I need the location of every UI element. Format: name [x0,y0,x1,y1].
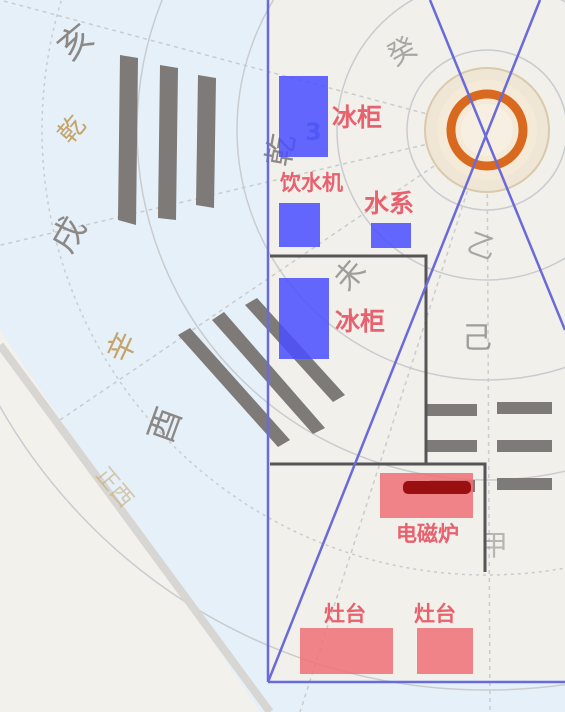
trigram-qian-top [118,55,216,225]
fridge-top-mark [279,76,328,157]
compass-radials [0,0,491,712]
water-system-label: 水系 [364,189,414,218]
induction-cooker-mark [380,473,473,518]
fridge-mid-label: 冰柜 [335,307,385,336]
water-dispenser-label: 饮水机 [279,171,343,195]
water-system-mark [371,223,411,248]
glyph-4: 己 [462,321,492,356]
room-outlines [270,254,487,572]
induction-cooker-dark [403,481,471,494]
stove-left-label: 灶台 [324,602,366,626]
fridge-mid-mark [279,278,329,359]
stove-right-label: 灶台 [414,602,456,626]
water-dispenser-mark [279,203,320,247]
stove-right-mark [417,628,473,674]
stove-left-mark [300,628,393,674]
induction-cooker-label: 电磁炉 [396,522,459,546]
fridge-top-label: 冰柜 [332,103,382,132]
compass-outer-edge [0,342,274,712]
zone-outline [266,0,565,684]
